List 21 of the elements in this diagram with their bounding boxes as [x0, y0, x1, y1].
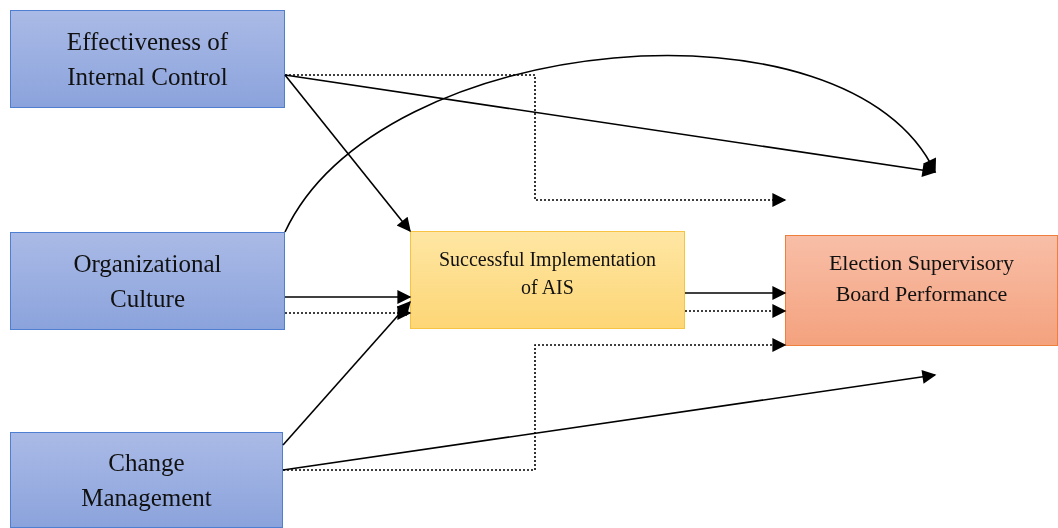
arrow	[282, 369, 937, 471]
arrow	[282, 300, 411, 446]
construct-box	[10, 432, 283, 528]
construct-box	[410, 231, 685, 329]
construct-label: Election Supervisory Board Performance	[827, 248, 1016, 308]
arrow	[284, 306, 412, 320]
arrow	[684, 286, 787, 300]
arrow	[284, 74, 787, 207]
construct-label: Organizational Culture	[72, 249, 223, 314]
construct-box	[10, 232, 285, 330]
arrow	[284, 74, 411, 233]
arrow	[684, 304, 787, 318]
construct-box	[10, 10, 285, 108]
construct-label: Change Management	[80, 448, 213, 513]
arrow	[284, 55, 936, 233]
construct-label: Effectiveness of Internal Control	[65, 27, 230, 92]
arrow	[282, 338, 787, 471]
arrow	[284, 290, 412, 304]
arrow	[284, 74, 937, 178]
construct-label: Successful Implementation of AIS	[437, 247, 658, 300]
construct-box	[785, 235, 1058, 346]
